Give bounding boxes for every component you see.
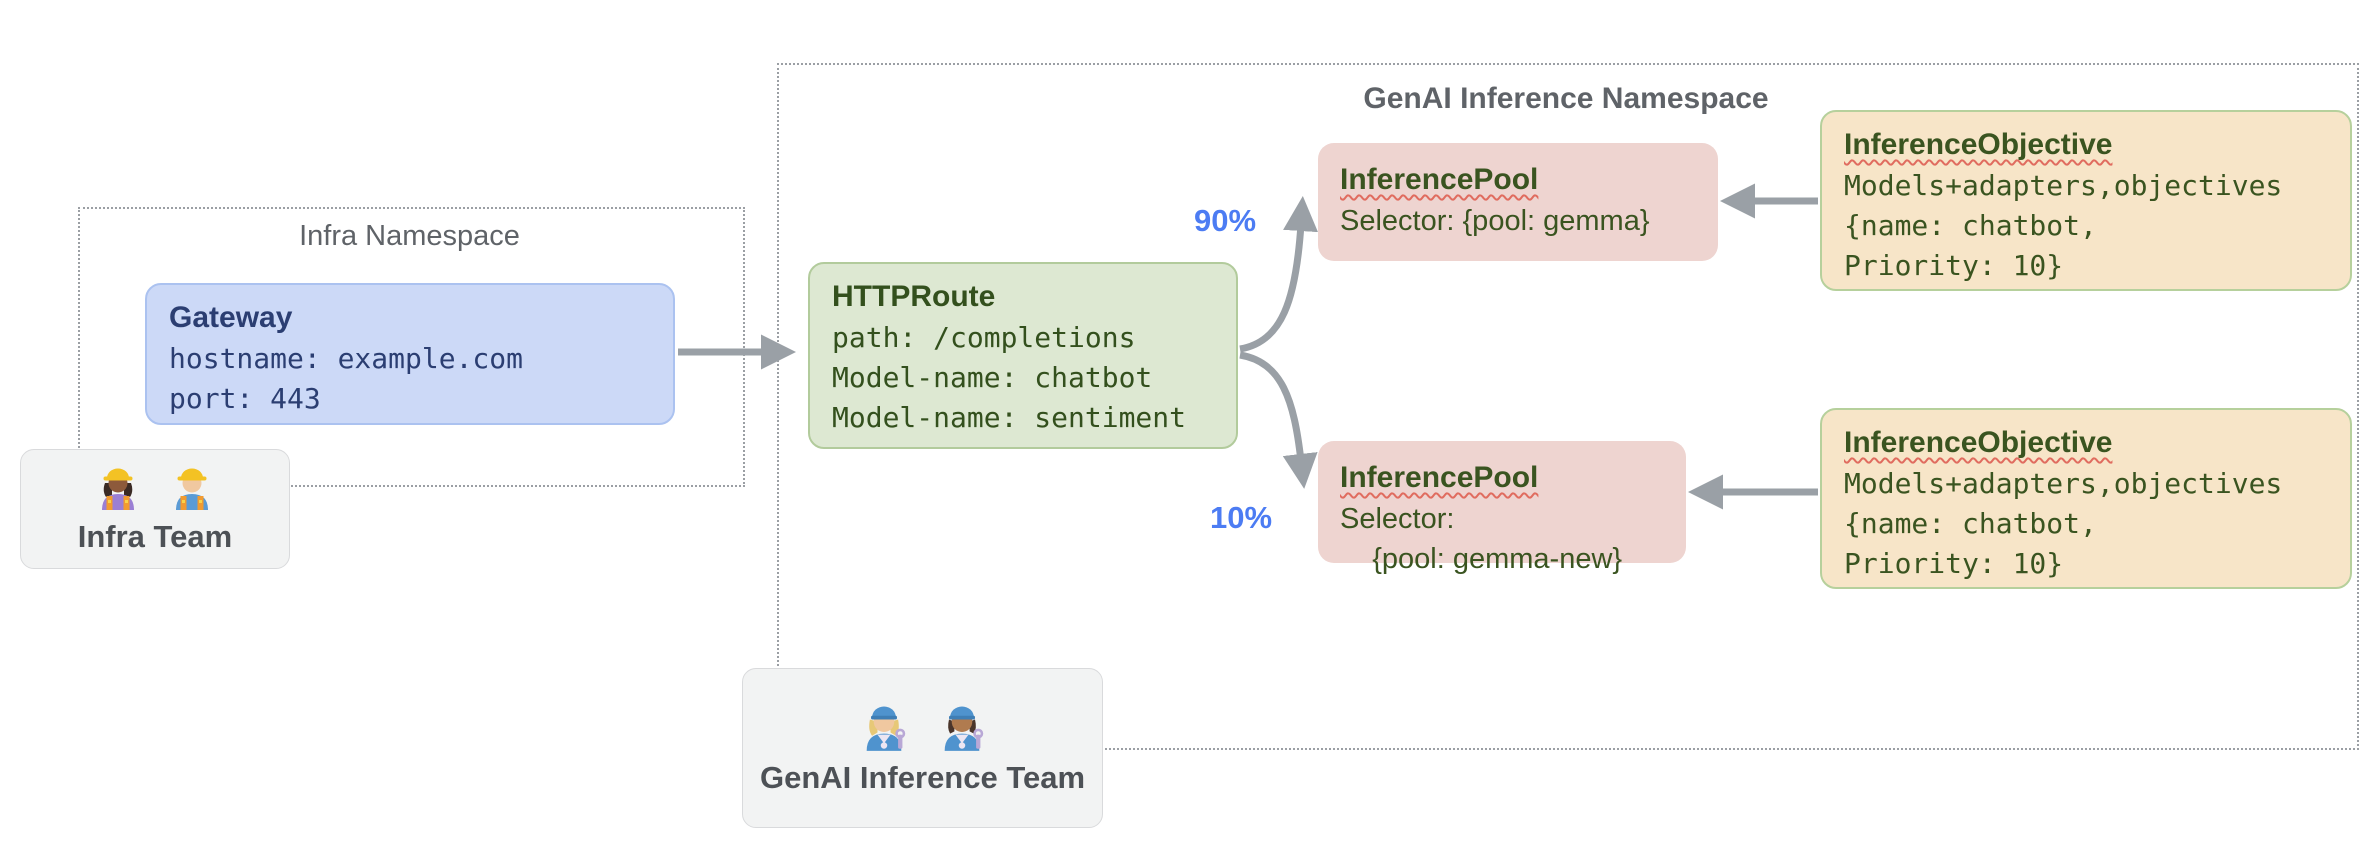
inference-objective-top-node: InferenceObjective Models+adapters,objec…: [1820, 110, 2352, 291]
mechanic-man-icon: [944, 706, 983, 751]
httproute-node: HTTPRoute path: /completions Model-name:…: [808, 262, 1238, 449]
traffic-split-10: 10%: [1210, 500, 1273, 535]
inference-objective-top-title: InferenceObjective: [1844, 128, 2113, 161]
objective-top-line-1: Models+adapters,objectives: [1844, 169, 2283, 202]
genai-namespace-boundary: [777, 63, 2359, 750]
construction-worker-woman-icon: [102, 468, 134, 510]
inference-pool-bottom-node: InferencePool Selector: {pool: gemma-new…: [1318, 441, 1686, 575]
inference-objective-bottom-node: InferenceObjective Models+adapters,objec…: [1820, 408, 2352, 589]
inference-pool-top-title: InferencePool: [1340, 163, 1539, 196]
genai-namespace-title: GenAI Inference Namespace: [1363, 82, 1769, 115]
genai-team-label: GenAI Inference Team: [759, 760, 1086, 795]
objective-top-line-2: {name: chatbot,: [1844, 209, 2097, 242]
inference-objective-bottom-title: InferenceObjective: [1844, 426, 2113, 459]
gateway-node: Gateway hostname: example.com port: 443: [145, 283, 675, 425]
httproute-model-chatbot: Model-name: chatbot: [832, 361, 1153, 394]
objective-bottom-line-2: {name: chatbot,: [1844, 507, 2097, 540]
traffic-split-90: 90%: [1194, 203, 1257, 238]
gateway-title: Gateway: [169, 301, 293, 334]
infra-team-label: Infra Team: [77, 519, 233, 554]
genai-team-card: GenAI Inference Team: [742, 668, 1103, 828]
gateway-hostname: hostname: example.com: [169, 342, 524, 375]
inference-pool-bottom-selector: Selector:: [1340, 503, 1455, 535]
construction-worker-man-icon: [176, 468, 208, 510]
objective-top-line-3: Priority: 10}: [1844, 249, 2064, 282]
httproute-path: path: /completions: [832, 321, 1136, 354]
inference-pool-bottom-selector-value: {pool: gemma-new}: [1340, 543, 1623, 575]
mechanic-woman-icon: [866, 706, 905, 751]
infra-namespace-title: Infra Namespace: [299, 220, 520, 252]
infra-namespace-boundary: [78, 207, 745, 487]
objective-bottom-line-1: Models+adapters,objectives: [1844, 467, 2283, 500]
inference-pool-bottom-title: InferencePool: [1340, 461, 1539, 494]
httproute-model-sentiment: Model-name: sentiment: [832, 401, 1187, 434]
genai-team-icons: [858, 700, 988, 752]
infra-team-icons: [94, 463, 216, 511]
inference-pool-top-selector: Selector: {pool: gemma}: [1340, 205, 1650, 237]
httproute-title: HTTPRoute: [832, 280, 996, 313]
objective-bottom-line-3: Priority: 10}: [1844, 547, 2064, 580]
inference-pool-top-node: InferencePool Selector: {pool: gemma}: [1318, 143, 1718, 261]
infra-team-card: Infra Team: [20, 449, 290, 569]
gateway-port: port: 443: [169, 382, 321, 415]
